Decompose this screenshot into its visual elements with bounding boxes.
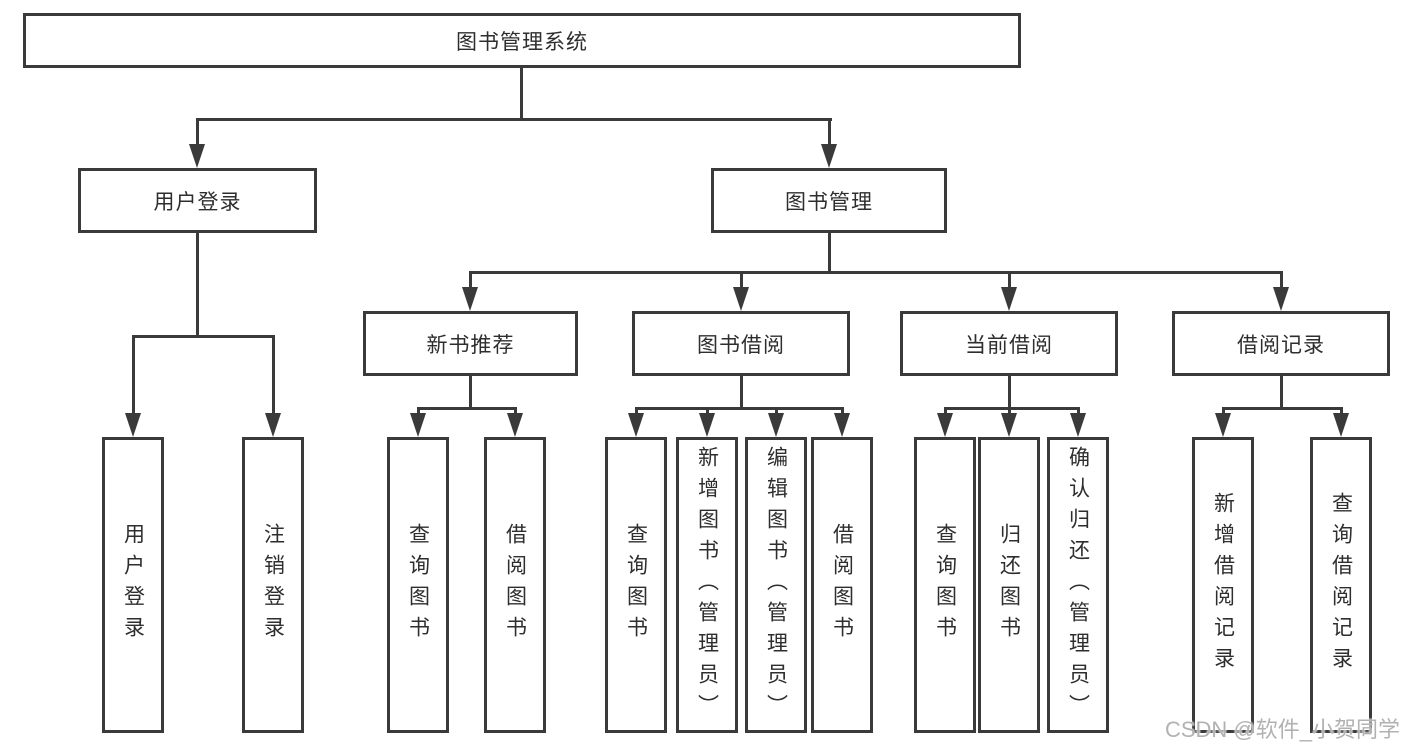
connector-line (132, 335, 135, 415)
connector-line (1008, 407, 1011, 417)
node-logout: 注销登录 (242, 437, 304, 733)
node-label: 图书管理系统 (456, 30, 588, 54)
node-label: 归还图书 (997, 523, 1021, 647)
node-label: 借阅图书 (503, 523, 527, 647)
arrow-down-icon (1215, 413, 1231, 437)
connector-line (828, 118, 831, 146)
node-borrow-records: 借阅记录 (1172, 311, 1390, 376)
connector-line (740, 271, 743, 289)
arrow-down-icon (462, 287, 478, 311)
node-label: 查询图书 (406, 523, 430, 647)
node-label: 图书管理 (785, 190, 873, 214)
connector-line (132, 335, 275, 338)
node-label: 新书推荐 (426, 333, 515, 357)
arrow-down-icon (1273, 287, 1289, 311)
connector-line (514, 407, 517, 417)
node-return-books: 归还图书 (978, 437, 1040, 733)
node-label: 查询借阅记录 (1329, 492, 1353, 678)
arrow-down-icon (1001, 413, 1017, 437)
connector-line (196, 233, 199, 337)
node-new-book-recommend: 新书推荐 (363, 311, 578, 376)
node-add-books-admin: 新增图书（管理员） (676, 437, 738, 733)
node-library-system: 图书管理系统 (23, 13, 1021, 68)
node-label: 查询图书 (624, 523, 648, 647)
node-user-login: 用户登录 (102, 437, 164, 733)
node-add-borrow-record: 新增借阅记录 (1192, 437, 1254, 733)
connector-line (469, 271, 472, 289)
connector-line (1008, 271, 1011, 289)
node-query-books-current: 查询图书 (914, 437, 976, 733)
arrow-down-icon (733, 287, 749, 311)
watermark: CSDN @软件_小贺同学 (1164, 717, 1400, 742)
node-book-borrowing: 图书借阅 (632, 311, 850, 376)
node-query-borrow-record: 查询借阅记录 (1310, 437, 1372, 733)
connector-line (775, 407, 778, 417)
connector-line (828, 233, 831, 273)
connector-line (1280, 271, 1283, 289)
arrow-down-icon (937, 413, 953, 437)
connector-line (635, 407, 844, 410)
node-label: 图书借阅 (697, 333, 785, 357)
node-confirm-return-admin: 确认归还（管理员） (1047, 437, 1109, 733)
connector-line (1340, 407, 1343, 417)
node-label: 新增图书（管理员） (695, 445, 719, 725)
connector-line (1077, 407, 1080, 417)
node-label: 借阅记录 (1237, 333, 1325, 357)
node-label: 用户登录 (121, 523, 145, 647)
node-borrow-books-recommend: 借阅图书 (484, 437, 546, 733)
connector-line (417, 407, 517, 410)
connector-line (740, 376, 743, 409)
node-label: 新增借阅记录 (1211, 492, 1235, 678)
connector-line (841, 407, 844, 417)
node-query-books-borrowing: 查询图书 (605, 437, 667, 733)
arrow-down-icon (1333, 413, 1349, 437)
connector-line (635, 407, 638, 417)
node-query-books-recommend: 查询图书 (387, 437, 449, 733)
connector-line (1008, 376, 1011, 409)
connector-line (469, 271, 1283, 274)
connector-line (196, 118, 199, 146)
arrow-down-icon (125, 413, 141, 437)
connector-line (944, 407, 947, 417)
arrow-down-icon (768, 413, 784, 437)
connector-line (520, 67, 523, 120)
node-label: 确认归还（管理员） (1066, 445, 1090, 725)
arrow-down-icon (1001, 287, 1017, 311)
connector-line (1222, 407, 1225, 417)
connector-line (706, 407, 709, 417)
connector-line (1222, 407, 1343, 410)
arrow-down-icon (1070, 413, 1086, 437)
arrow-down-icon (507, 413, 523, 437)
node-user-login-group: 用户登录 (78, 168, 317, 233)
node-edit-books-admin: 编辑图书（管理员） (745, 437, 807, 733)
arrow-down-icon (265, 413, 281, 437)
node-borrow-books: 借阅图书 (811, 437, 873, 733)
connector-line (944, 407, 1080, 410)
node-current-borrowing: 当前借阅 (900, 311, 1118, 376)
node-label: 编辑图书（管理员） (764, 445, 788, 725)
arrow-down-icon (410, 413, 426, 437)
connector-line (469, 376, 472, 409)
connector-line (417, 407, 420, 417)
connector-line (196, 118, 832, 121)
arrow-down-icon (189, 144, 205, 168)
arrow-down-icon (628, 413, 644, 437)
connector-line (1280, 376, 1283, 409)
node-label: 用户登录 (153, 190, 242, 214)
arrow-down-icon (834, 413, 850, 437)
node-label: 借阅图书 (830, 523, 854, 647)
node-label: 查询图书 (933, 523, 957, 647)
node-label: 当前借阅 (965, 333, 1053, 357)
arrow-down-icon (821, 144, 837, 168)
node-label: 注销登录 (261, 523, 285, 647)
node-book-management: 图书管理 (711, 168, 947, 233)
connector-line (272, 335, 275, 415)
arrow-down-icon (699, 413, 715, 437)
